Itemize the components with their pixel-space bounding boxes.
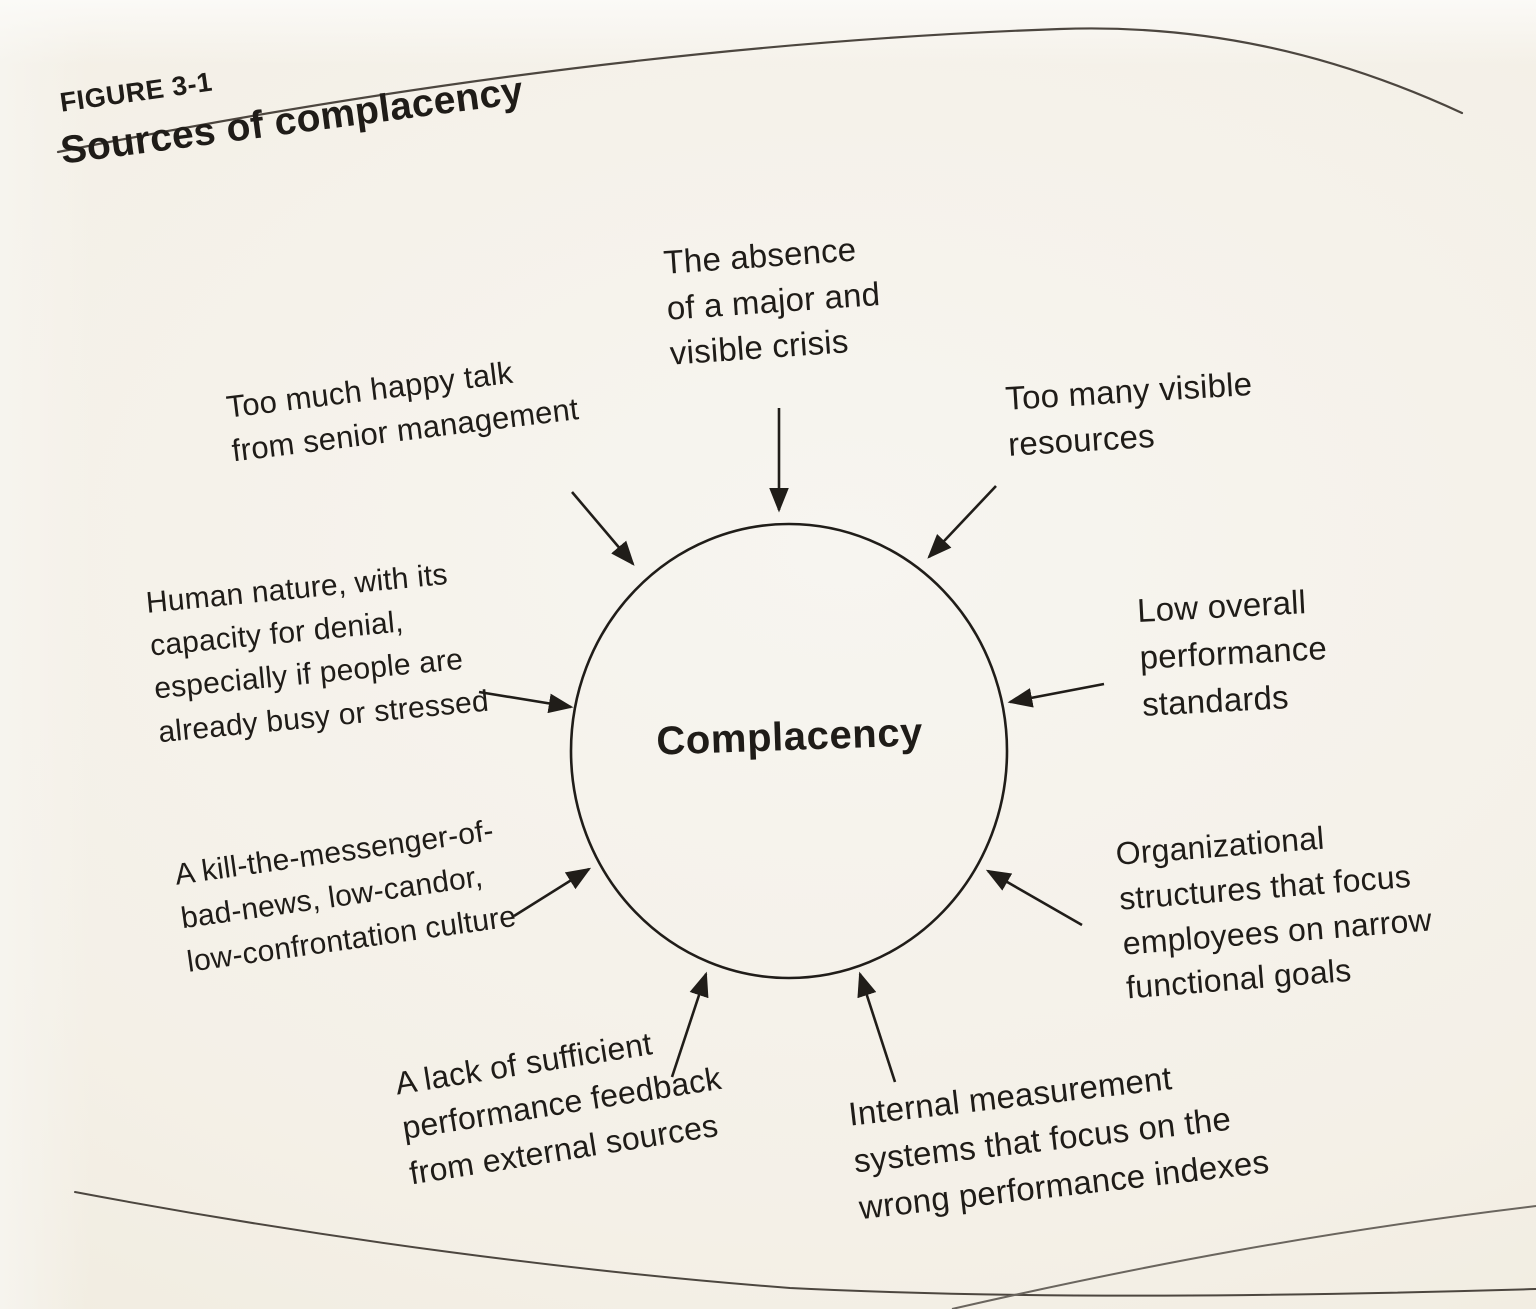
complacency-circle <box>569 522 1009 980</box>
arrow-from-top-left <box>571 491 635 566</box>
source-label-top-right: Too many visible resources <box>1004 364 1254 464</box>
source-label-left: Human nature, with its capacity for deni… <box>144 557 491 749</box>
figure-rule-top <box>56 27 1464 154</box>
arrow-from-bottom-center-right <box>857 971 897 1083</box>
arrow-from-right <box>1007 682 1105 708</box>
arrow-from-bottom-left <box>513 867 592 918</box>
figure-rule-bottom <box>74 1191 1536 1297</box>
source-label-top: The absence of a major and visible crisi… <box>662 230 882 372</box>
arrow-from-bottom-right <box>985 869 1083 927</box>
page-edge-curve <box>951 1205 1536 1309</box>
arrow-from-bottom-center-left <box>670 971 709 1078</box>
source-label-bottom-right: Organizational structures that focus emp… <box>1114 819 1433 1006</box>
arrow-from-top-right <box>927 485 997 559</box>
arrow-from-left <box>478 690 574 714</box>
source-label-right: Low overall performance standards <box>1136 583 1328 723</box>
